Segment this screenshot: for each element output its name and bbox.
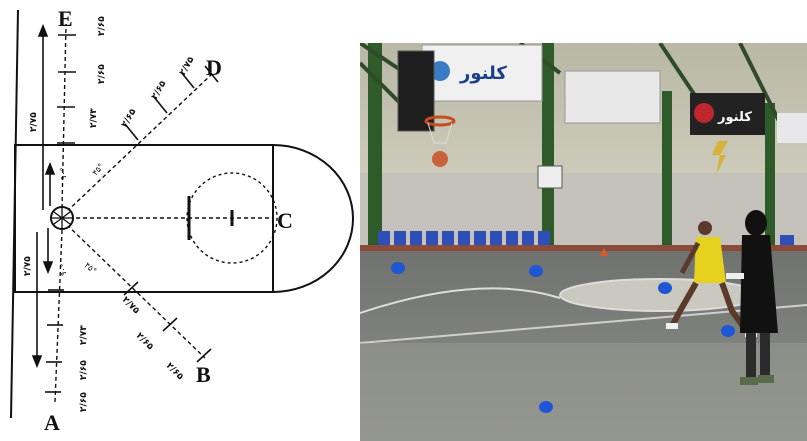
a-ticks bbox=[45, 289, 64, 393]
banner-middle bbox=[564, 70, 661, 124]
hoop bbox=[424, 115, 456, 127]
line-to-e bbox=[61, 23, 67, 209]
pillar bbox=[368, 43, 382, 253]
measure-arrows bbox=[31, 23, 56, 369]
key-area bbox=[14, 144, 274, 293]
ball bbox=[432, 151, 448, 167]
seats bbox=[378, 231, 794, 247]
line-to-a bbox=[54, 229, 63, 403]
label-e: E bbox=[58, 6, 73, 31]
label-c: C bbox=[277, 208, 293, 233]
wall-skirt bbox=[360, 245, 807, 251]
banner-right-logo bbox=[694, 103, 714, 123]
e-ticks bbox=[57, 34, 76, 144]
pillar bbox=[765, 103, 775, 253]
banner-right-text: کلنور bbox=[717, 110, 752, 125]
dist-d3: ۲/۷۵ bbox=[178, 55, 197, 78]
b-ticks bbox=[123, 281, 212, 363]
wall-emblem bbox=[712, 141, 728, 175]
label-d: D bbox=[206, 55, 222, 80]
dist-b2: ۲/۶۵ bbox=[134, 331, 155, 352]
free-throw-circle bbox=[186, 172, 278, 264]
observer bbox=[726, 210, 778, 385]
dist-b3: ۲/۶۵ bbox=[164, 361, 185, 382]
label-a: A bbox=[44, 410, 60, 435]
angle-lower-right: ۴۵° bbox=[83, 261, 98, 276]
banner-logo bbox=[430, 61, 450, 81]
key-arc bbox=[272, 144, 354, 293]
far-backboard bbox=[537, 165, 563, 189]
dist-d1: ۲/۶۵ bbox=[120, 107, 139, 130]
markers bbox=[391, 262, 735, 413]
dist-a4: ۲/۶۵ bbox=[79, 392, 89, 412]
angle-upper-left: ۹۰° bbox=[59, 167, 68, 180]
basket-net bbox=[52, 208, 72, 228]
banner-far bbox=[777, 113, 807, 143]
cone bbox=[600, 248, 608, 256]
floor-lower bbox=[360, 343, 807, 441]
banner-left-text: کلنور bbox=[459, 63, 507, 84]
dist-a3: ۲/۶۵ bbox=[79, 360, 89, 380]
pillar bbox=[662, 91, 672, 251]
dist-b1: ۲/۷۵ bbox=[120, 295, 141, 316]
dist-l1: ۲/۷۵ bbox=[29, 112, 39, 132]
angle-lower-left: ۹۰° bbox=[59, 263, 68, 276]
dist-a2: ۲/۷۳ bbox=[79, 325, 89, 345]
dist-e3: ۲/۷۳ bbox=[89, 108, 99, 128]
court-line bbox=[360, 287, 561, 314]
dist-a1: ۲/۷۵ bbox=[23, 256, 33, 276]
line-to-b bbox=[61, 219, 206, 359]
pillar bbox=[542, 43, 554, 253]
dist-d2: ۲/۶۵ bbox=[150, 79, 169, 102]
angle-upper-right: ۴۵° bbox=[91, 162, 106, 177]
dist-e2: ۲/۶۵ bbox=[97, 64, 107, 84]
gym-photo: کلنور کلنور bbox=[360, 43, 807, 441]
label-b: B bbox=[196, 362, 211, 387]
d-ticks bbox=[124, 65, 219, 141]
net bbox=[427, 122, 453, 144]
dist-e1: ۲/۶۵ bbox=[97, 16, 107, 36]
court-diagram: E D C B A ۲/۶۵ ۲/۶۵ ۲/۷۳ ۲/۷۵ ۲/۷۵ ۲/۷۳ … bbox=[10, 6, 354, 435]
